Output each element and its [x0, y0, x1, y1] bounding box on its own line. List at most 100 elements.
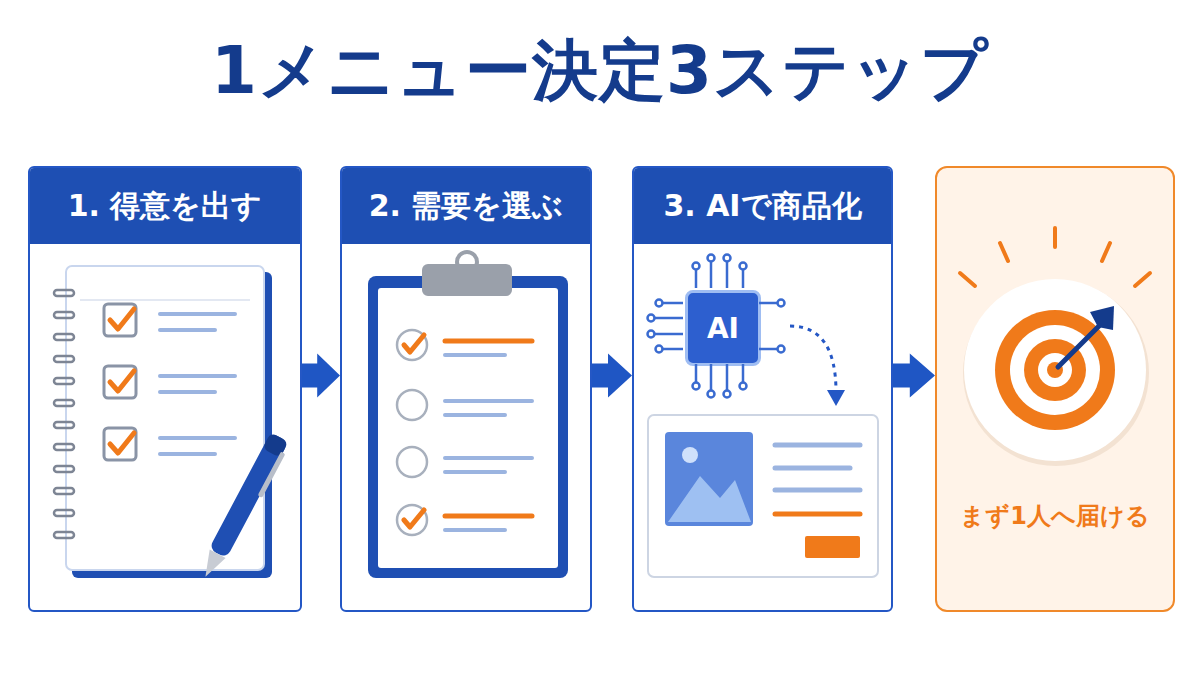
title-text: 1メニュー決定3ステップ	[211, 32, 989, 109]
circuit-traces	[655, 333, 683, 336]
circuit-traces	[663, 302, 683, 305]
circuit-traces	[724, 255, 731, 262]
clipboard-icon	[397, 390, 427, 420]
product-card	[775, 443, 860, 448]
circuit-traces	[695, 364, 698, 382]
target-icon	[1038, 353, 1072, 387]
circuit-traces	[778, 300, 785, 307]
circuit-traces	[710, 364, 713, 390]
notebook-icon	[54, 488, 74, 494]
clipboard-icon	[445, 399, 532, 403]
clipboard-icon	[445, 413, 505, 417]
circuit-traces	[655, 317, 683, 320]
dotted-arrow	[790, 326, 836, 392]
circuit-traces	[656, 300, 663, 307]
circuit-traces	[740, 383, 747, 390]
notebook-icon	[160, 312, 235, 316]
notebook-icon	[110, 371, 134, 391]
clipboard-icon	[445, 528, 505, 532]
notebook-icon	[54, 378, 74, 384]
step-box: 1. 得意を出す	[28, 166, 302, 612]
clipboard-icon	[457, 252, 477, 272]
pen-icon	[262, 432, 288, 457]
circuit-traces	[695, 270, 698, 288]
clipboard-icon	[445, 353, 505, 357]
target-icon	[964, 279, 1146, 461]
circuit-traces	[693, 383, 700, 390]
step-box: 2. 需要を選ぶ	[340, 166, 592, 612]
circuit-traces	[693, 263, 700, 270]
product-card	[665, 432, 753, 526]
step-header: 2. 需要を選ぶ	[342, 168, 590, 244]
pen-icon	[197, 549, 225, 580]
burst-rays	[1000, 243, 1008, 261]
circuit-traces	[726, 262, 729, 288]
clipboard-icon	[445, 470, 505, 474]
burst-rays	[1102, 243, 1110, 261]
notebook-icon	[80, 299, 250, 301]
circuit-traces	[708, 255, 715, 262]
notebook-icon	[104, 428, 136, 460]
product-card	[648, 415, 878, 577]
circuit-traces	[740, 263, 747, 270]
notebook-icon	[54, 444, 74, 450]
circuit-traces	[759, 348, 777, 351]
circuit-traces	[648, 331, 655, 338]
notebook-icon	[160, 390, 215, 394]
circuit-traces	[742, 270, 745, 288]
burst-rays	[1053, 228, 1057, 247]
clipboard-icon	[397, 505, 427, 535]
clipboard-icon	[445, 514, 532, 519]
notebook-icon	[110, 433, 134, 453]
notebook-icon	[160, 328, 215, 332]
notebook-icon	[66, 266, 264, 570]
product-card	[775, 466, 850, 471]
dotted-arrow	[827, 390, 845, 406]
notebook-icon	[54, 466, 74, 472]
notebook-icon	[160, 436, 235, 440]
burst-rays	[960, 228, 1150, 286]
step-header: 3. AIで商品化	[634, 168, 891, 244]
burst-rays	[1135, 273, 1150, 286]
target-icon	[1058, 323, 1102, 367]
clipboard-icon	[445, 456, 532, 460]
notebook-icon	[54, 400, 74, 406]
clipboard-icon	[445, 339, 532, 344]
ai-chip: AI	[685, 290, 761, 366]
notebook-icon	[72, 272, 272, 578]
pen-icon	[197, 432, 291, 582]
burst-rays	[960, 273, 975, 286]
circuit-traces	[778, 346, 785, 353]
step-box: 3. AIで商品化 AI	[632, 166, 893, 612]
clipboard-icon	[404, 335, 424, 352]
clipboard-icon	[404, 510, 424, 527]
circuit-traces	[724, 391, 731, 398]
notebook-icon	[104, 366, 136, 398]
notebook-icon	[160, 452, 215, 456]
target-icon	[1047, 362, 1063, 378]
notebook-icon	[54, 290, 74, 296]
notebook-icon	[54, 334, 74, 340]
dotted-arrow	[790, 326, 845, 406]
circuit-traces	[648, 255, 785, 398]
clipboard-icon	[368, 276, 568, 578]
goal-text: まず1人へ届ける	[937, 500, 1173, 532]
notebook-icon	[54, 356, 74, 362]
notebook-icon	[54, 422, 74, 428]
step-heading: 2. 需要を選ぶ	[369, 186, 564, 227]
product-card	[775, 488, 860, 493]
circuit-traces	[663, 348, 683, 351]
notebook-icon	[54, 532, 74, 538]
notebook-icon	[54, 266, 291, 583]
clipboard-icon	[422, 264, 512, 296]
clipboard-icon	[368, 252, 568, 578]
target-icon	[963, 280, 1149, 466]
flow-arrow	[302, 354, 340, 398]
target-icon	[1090, 306, 1114, 330]
circuit-traces	[708, 391, 715, 398]
target-icon	[995, 310, 1115, 430]
product-card	[805, 536, 860, 558]
clipboard-icon	[397, 447, 427, 477]
notebook-icon	[160, 374, 235, 378]
